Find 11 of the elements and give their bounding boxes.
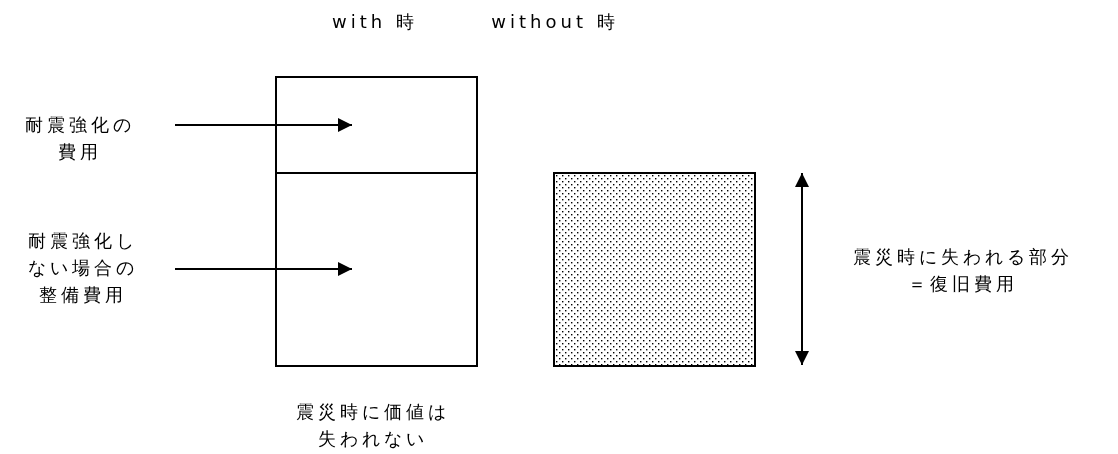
- cost-block: [275, 76, 478, 174]
- dotted-block: [553, 172, 756, 367]
- cost-block: [275, 172, 478, 367]
- arrow: [174, 118, 353, 132]
- item-caption: 耐震強化しない場合の整備費用: [20, 227, 145, 308]
- arrow: [174, 262, 353, 276]
- item-caption: 耐震強化の費用: [20, 111, 140, 165]
- note-text: 震災時に失われる部分＝復旧費用: [851, 245, 1074, 296]
- note-text: 震災時に価値は失われない: [294, 400, 451, 451]
- column-heading: without 時: [490, 10, 620, 34]
- column-heading: with 時: [331, 10, 419, 34]
